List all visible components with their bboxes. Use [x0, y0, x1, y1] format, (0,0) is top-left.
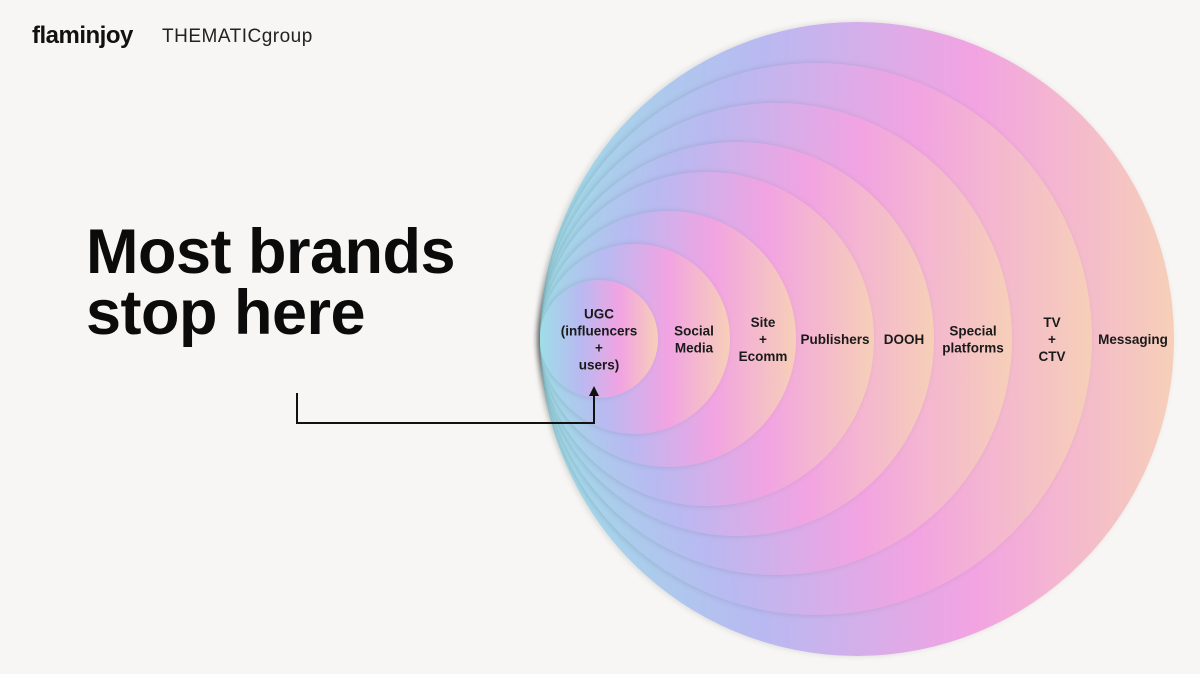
- ring-label-line: Social: [674, 324, 714, 339]
- headline: Most brands stop here: [86, 217, 456, 348]
- ring-label-line: Special: [949, 324, 996, 339]
- ring-label-line: users): [579, 358, 620, 373]
- thematicgroup-logo: THEMATICgroup: [162, 26, 313, 47]
- ring-label-6: Special platforms: [942, 324, 1004, 356]
- ring-label-line: (influencers: [561, 324, 638, 339]
- ring-label-3: Site + Ecomm: [739, 315, 788, 364]
- ring-label-line: platforms: [942, 341, 1004, 356]
- ring-label-4: Publishers: [800, 332, 869, 347]
- arrowhead-icon: [589, 386, 599, 396]
- ring-label-line: +: [759, 332, 767, 347]
- ring-label-line: Ecomm: [739, 349, 788, 364]
- arrow-pointer: [296, 386, 599, 424]
- ring-label-line: +: [1048, 332, 1056, 347]
- ring-label-line: Media: [675, 341, 714, 356]
- ring-1: [540, 280, 658, 398]
- ring-label-7: TV + CTV: [1039, 315, 1066, 364]
- ring-label-line: DOOH: [884, 332, 925, 347]
- headline-line-2: stop here: [86, 278, 366, 348]
- ring-label-line: +: [595, 341, 603, 356]
- ring-label-line: UGC: [584, 307, 614, 322]
- flaminjoy-logo: flaminjoy: [32, 22, 133, 49]
- ring-label-line: CTV: [1039, 349, 1066, 364]
- ring-label-line: Publishers: [800, 332, 869, 347]
- ring-label-line: Site: [751, 315, 776, 330]
- ring-label-1: UGC (influencers + users): [561, 307, 638, 373]
- ring-label-line: TV: [1043, 315, 1060, 330]
- ring-label-line: Messaging: [1098, 332, 1168, 347]
- headline-line-1: Most brands: [86, 217, 456, 287]
- ring-label-5: DOOH: [884, 332, 925, 347]
- ring-label-8: Messaging: [1098, 332, 1168, 347]
